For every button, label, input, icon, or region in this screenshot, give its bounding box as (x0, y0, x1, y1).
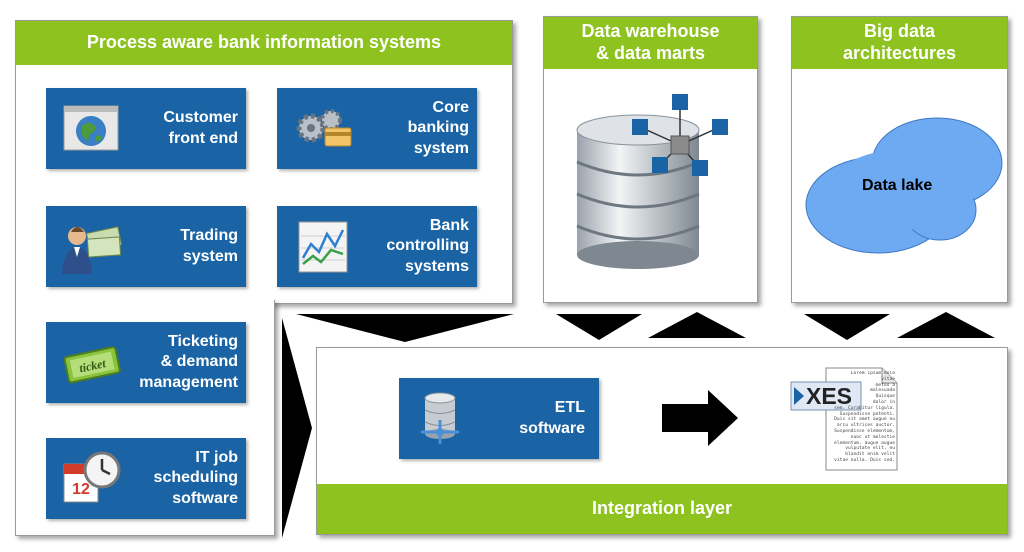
etl-software-label: ETL software (519, 399, 585, 437)
customer-front-end-label: Customer front end (163, 109, 238, 147)
systems-to-integration-arrow (296, 314, 514, 342)
bank-controlling-tile[interactable]: Bank controlling systems (277, 206, 477, 287)
core-banking-tile[interactable]: Core banking system (277, 88, 477, 169)
xes-document-text: Lorem ipsum dolo vitae metus a malesuada… (834, 371, 895, 463)
trader-money-icon (58, 216, 124, 276)
ticket-icon: ticket (58, 332, 124, 392)
database-etl-icon (411, 388, 477, 448)
trading-system-tile[interactable]: Trading system (46, 206, 246, 287)
ticketing-tile[interactable]: ticket Ticketing & demand management (46, 322, 246, 403)
integration-layer-title: Integration layer (317, 484, 1007, 534)
chart-icon (289, 216, 355, 276)
trading-system-label: Trading system (180, 227, 238, 265)
process-systems-title: Process aware bank information systems (16, 21, 512, 65)
calendar-clock-icon: 12 (58, 448, 124, 508)
warehouse-up-arrow (648, 312, 746, 338)
bank-controlling-label: Bank controlling systems (386, 216, 469, 275)
customer-front-end-tile[interactable]: Customer front end (46, 88, 246, 169)
data-warehouse-title: Data warehouse & data marts (544, 17, 757, 69)
data-lake-shape (805, 117, 1003, 254)
xes-label: XES (806, 383, 853, 409)
svg-text:12: 12 (72, 481, 90, 498)
systems-right-arrow (282, 318, 312, 538)
svg-text:ticket: ticket (78, 356, 108, 375)
etl-software-tile[interactable]: ETL software (399, 378, 599, 459)
data-lake-label: Data lake (862, 177, 933, 194)
bigdata-up-arrow (897, 312, 995, 338)
big-data-title: Big data architectures (792, 17, 1007, 69)
ticketing-label: Ticketing & demand management (139, 332, 238, 391)
panel-join (16, 298, 274, 304)
globe-window-icon (58, 98, 124, 158)
gears-card-icon (289, 98, 355, 158)
core-banking-label: Core banking system (407, 98, 469, 157)
bigdata-down-arrow (804, 314, 890, 340)
it-job-scheduling-label: IT job scheduling software (153, 448, 238, 507)
xes-document-icon: XES Lorem ipsum dolo vitae metus a males… (790, 367, 898, 471)
it-job-scheduling-tile[interactable]: 12 IT job scheduling software (46, 438, 246, 519)
warehouse-down-arrow (556, 314, 642, 340)
database-network-icon (570, 90, 740, 270)
etl-to-xes-arrow (662, 390, 738, 446)
